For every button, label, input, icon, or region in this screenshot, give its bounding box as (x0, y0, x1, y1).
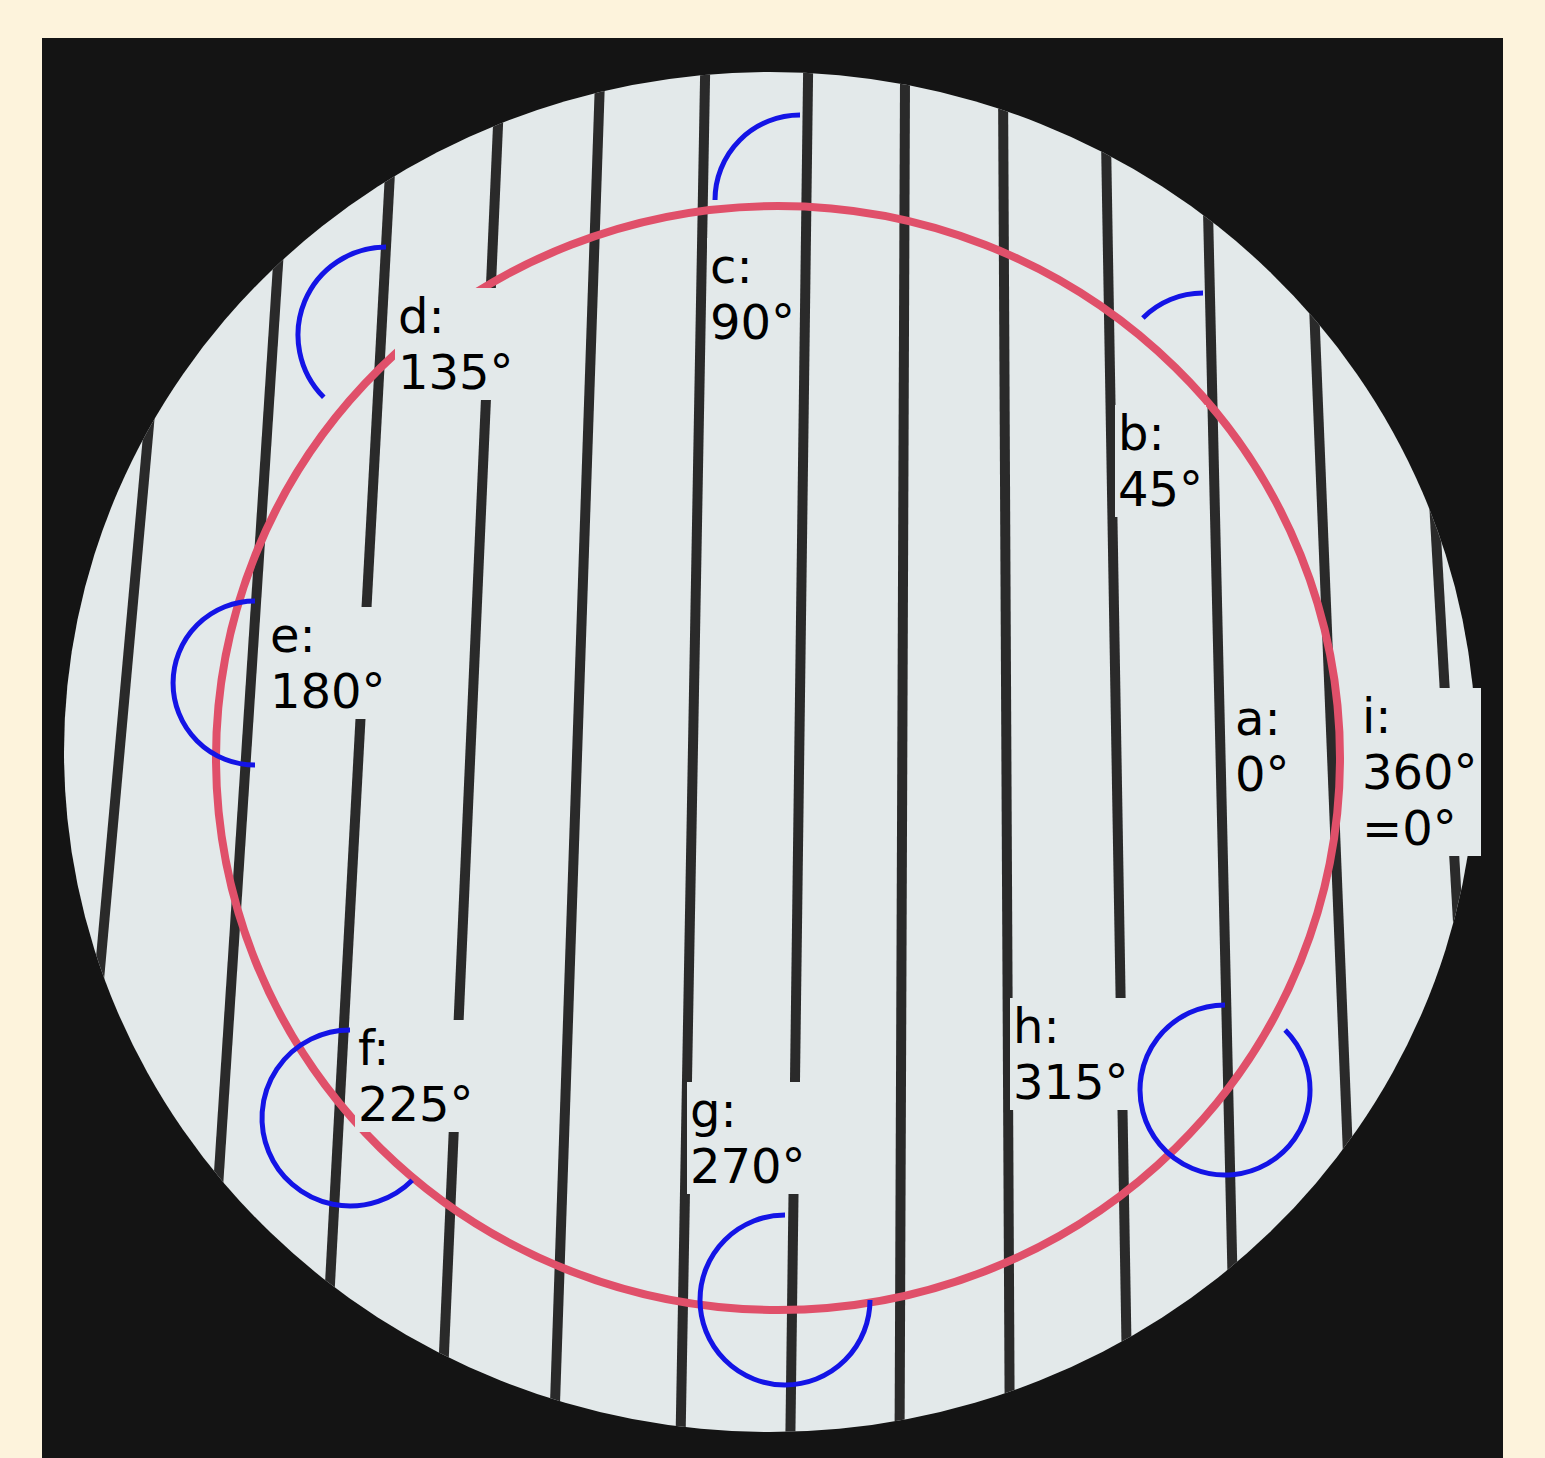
angle-arc (298, 247, 386, 397)
black-background (42, 38, 1503, 1458)
angle-label: g: 270° (687, 1082, 809, 1194)
angle-label: f: 225° (355, 1020, 477, 1132)
black-stripe (1003, 0, 1010, 1458)
angle-label: c: 90° (707, 238, 798, 350)
red-loop (216, 206, 1340, 1310)
stripe-pattern (56, 0, 1489, 1458)
angle-arc (173, 601, 255, 765)
angle-arc (700, 1215, 870, 1385)
angle-label: e: 180° (267, 607, 389, 719)
black-stripe (790, 0, 809, 1458)
black-stripe (1302, 0, 1360, 1458)
black-stripe (56, 0, 187, 1458)
angle-arc (715, 115, 800, 200)
angle-label: h: 315° (1010, 998, 1132, 1110)
black-stripe (553, 0, 603, 1458)
black-stripe (1104, 0, 1129, 1458)
black-stripe (439, 0, 503, 1458)
angle-label: a: 0° (1232, 690, 1293, 802)
angle-arcs (173, 115, 1310, 1385)
angle-label: i: 360° =0° (1359, 688, 1481, 856)
black-stripe (680, 0, 706, 1458)
black-stripe (321, 0, 400, 1458)
angle-arc (1140, 1005, 1310, 1175)
angle-arc (1143, 293, 1203, 318)
angle-label: b: 45° (1115, 405, 1206, 517)
angle-label: d: 135° (395, 288, 517, 400)
